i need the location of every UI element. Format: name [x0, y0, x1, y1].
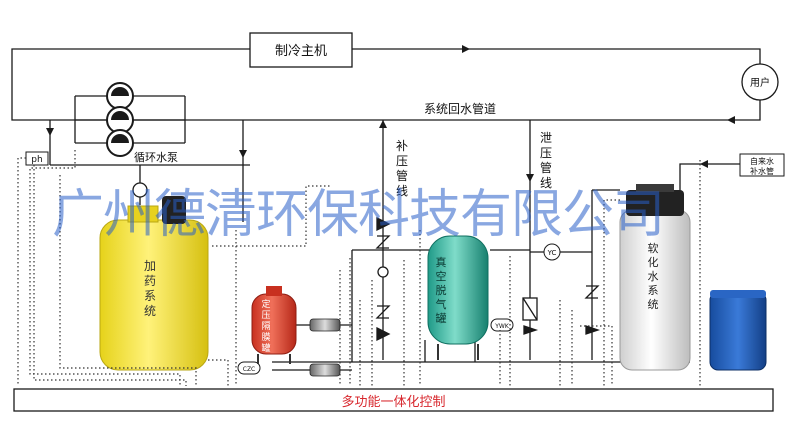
dosing-tank[interactable] — [99, 182, 209, 371]
control-bar[interactable] — [13, 388, 774, 412]
return-pipe-label: 系统回水管道 — [424, 101, 496, 116]
control-label: 多功能一体化控制 — [341, 394, 446, 410]
yc-label: YC — [547, 249, 557, 257]
ph-label: ph — [31, 155, 42, 165]
chiller-box[interactable] — [249, 32, 353, 68]
tap-water-label-line1: 自来水 — [750, 156, 774, 166]
strainers — [309, 318, 341, 377]
czc-gauge[interactable] — [237, 361, 261, 375]
user-label: 用户 — [750, 76, 770, 89]
ywk-label: YWK — [494, 323, 510, 330]
yc-gauge[interactable] — [543, 243, 561, 261]
ywk-gauge[interactable] — [490, 318, 514, 332]
softener-label: 软化水系统 — [648, 241, 659, 311]
degasser-label: 真空脱气罐 — [436, 255, 447, 325]
tap-water-box[interactable] — [739, 153, 785, 177]
flow-arrows — [46, 45, 735, 182]
expansion-tank[interactable] — [251, 286, 297, 364]
pump-icon — [106, 82, 134, 110]
relief-pipe-label: 泄压管线 — [540, 131, 552, 190]
dosing-label: 加药系统 — [144, 259, 156, 318]
czc-label: CZC — [243, 366, 256, 373]
brine-tank[interactable] — [709, 290, 767, 371]
chiller-label: 制冷主机 — [275, 44, 327, 59]
pump-icon — [106, 129, 134, 157]
control-wiring — [17, 150, 701, 386]
user-circle[interactable] — [741, 63, 779, 101]
circulation-pumps — [106, 82, 134, 157]
softener-tank[interactable] — [619, 184, 691, 371]
makeup-line-valves — [375, 216, 391, 342]
circ-pump-label: 循环水泵 — [134, 151, 178, 164]
expansion-tank-label: 定压隔膜罐 — [261, 298, 270, 354]
relief-line-valves — [522, 285, 601, 335]
degasser-tank[interactable] — [427, 235, 489, 360]
tap-water-label-line2: 补水管 — [750, 166, 774, 176]
makeup-pipe-label: 补压管线 — [396, 139, 408, 198]
